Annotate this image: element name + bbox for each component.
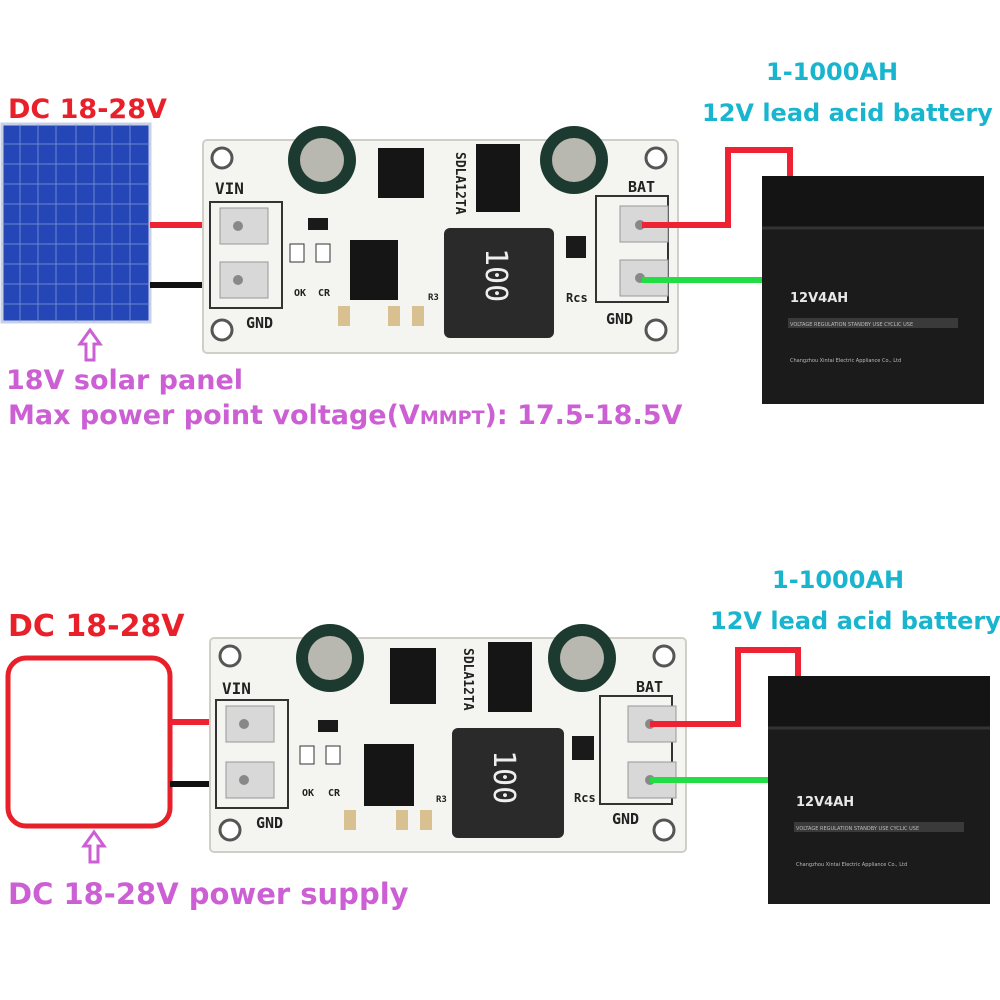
- inductor-label: 100: [486, 750, 521, 804]
- cr-label: CR: [328, 788, 341, 799]
- solar-panel: [0, 122, 152, 324]
- rcs-label: Rcs: [574, 791, 596, 805]
- model-label: SDLA12TA: [460, 648, 475, 711]
- battery-subtitle: VOLTAGE REGULATION STANDBY USE CYCLIC US…: [796, 826, 919, 832]
- bottom-battery-type-label: 12V lead acid battery: [710, 607, 1000, 635]
- bottom-source-caption: DC 18-28V power supply: [8, 877, 409, 911]
- inductor-label: 100: [478, 248, 513, 302]
- gnd-left-label: GND: [246, 314, 273, 332]
- bat-label: BAT: [628, 178, 655, 196]
- cr-label: CR: [318, 288, 331, 299]
- top-diagram: VIN GND BAT GND OK CR Rcs R3 SDLA12TA 10…: [0, 122, 984, 404]
- top-battery-type-label: 12V lead acid battery: [702, 99, 993, 127]
- rcs-label: Rcs: [566, 291, 588, 305]
- battery-positive-wire: [642, 147, 793, 228]
- lead-acid-battery: 12V4AH VOLTAGE REGULATION STANDBY USE CY…: [768, 676, 990, 904]
- battery-positive-wire: [650, 647, 801, 727]
- charger-board: VIN GND BAT GND OK CR Rcs R3 SDLA12TA 10…: [209, 624, 687, 853]
- model-label: SDLA12TA: [452, 152, 467, 215]
- bottom-capacity-label: 1-1000AH: [772, 566, 905, 594]
- mppt-caption: Max power point voltage(VMMPT): 17.5-18.…: [8, 400, 683, 431]
- power-supply-box: [5, 655, 173, 829]
- battery-maker: Changzhou Xintai Electric Appliance Co.,…: [796, 862, 907, 868]
- battery-model-label: 12V4AH: [796, 795, 854, 810]
- battery-subtitle: VOLTAGE REGULATION STANDBY USE CYCLIC US…: [790, 322, 913, 328]
- bat-label: BAT: [636, 678, 663, 696]
- gnd-right-label: GND: [612, 810, 639, 828]
- gnd-left-label: GND: [256, 814, 283, 832]
- arrow-up-icon: [81, 829, 107, 864]
- bottom-diagram: VIN GND BAT GND OK CR Rcs R3 SDLA12TA 10…: [5, 624, 990, 904]
- bottom-input-label: DC 18-28V: [8, 609, 185, 644]
- ok-label: OK: [302, 788, 314, 799]
- ok-label: OK: [294, 288, 306, 299]
- top-input-label: DC 18-28V: [8, 94, 167, 125]
- arrow-up-icon: [77, 327, 103, 362]
- battery-maker: Changzhou Xintai Electric Appliance Co.,…: [790, 358, 901, 364]
- vin-label: VIN: [222, 679, 251, 698]
- gnd-right-label: GND: [606, 310, 633, 328]
- battery-model-label: 12V4AH: [790, 291, 848, 306]
- vin-label: VIN: [215, 179, 244, 198]
- lead-acid-battery: 12V4AH VOLTAGE REGULATION STANDBY USE CY…: [762, 176, 984, 404]
- top-source-caption: 18V solar panel: [6, 365, 244, 396]
- r3-label: R3: [436, 795, 447, 805]
- charger-board: VIN GND BAT GND OK CR Rcs R3 SDLA12TA 10…: [202, 126, 679, 354]
- top-capacity-label: 1-1000AH: [766, 58, 899, 86]
- r3-label: R3: [428, 293, 439, 303]
